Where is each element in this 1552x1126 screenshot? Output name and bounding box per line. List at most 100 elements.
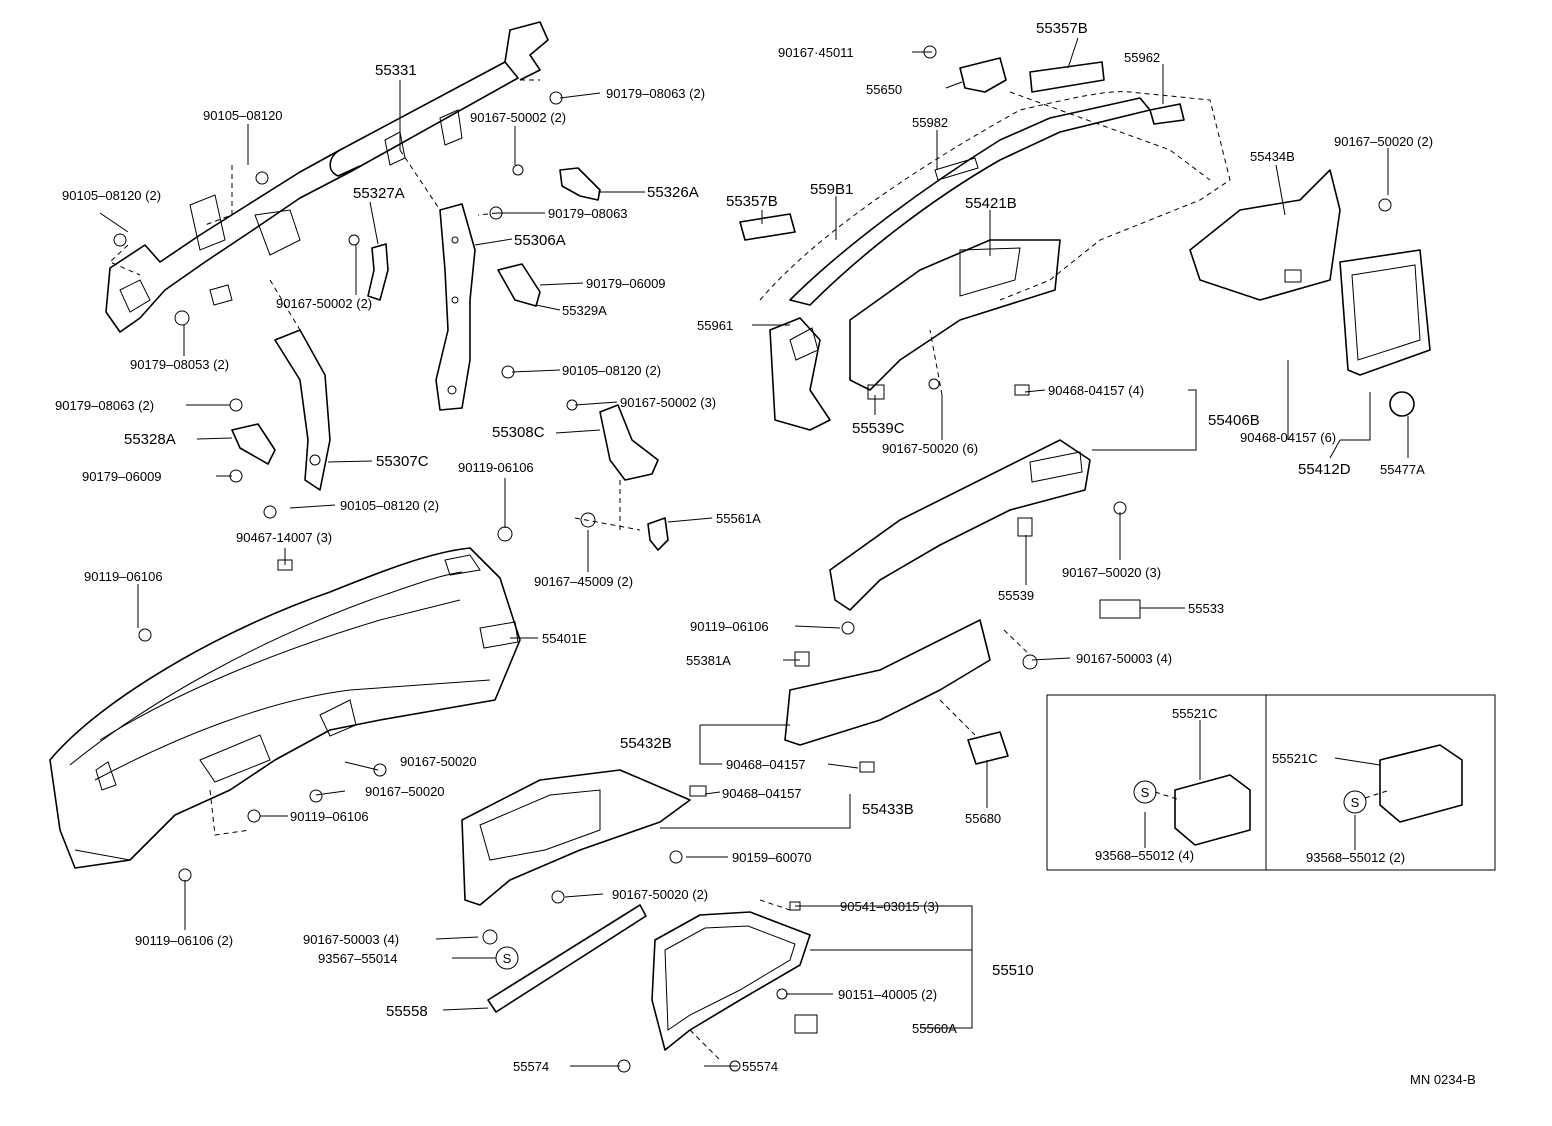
label-90167-50020-3: 90167–50020 (3) (1062, 565, 1161, 580)
label-90541-03015-3: 90541–03015 (3) (840, 899, 939, 914)
strip-55558-drawing (487, 904, 647, 1013)
label-55327A: 55327A (353, 185, 405, 202)
label-55539C: 55539C (852, 420, 905, 437)
fasteners (113, 45, 1392, 1073)
label-55510: 55510 (992, 962, 1034, 979)
label-90467-14007-3: 90467-14007 (3) (236, 530, 332, 545)
label-55982: 55982 (912, 115, 948, 130)
label-55331: 55331 (375, 62, 417, 79)
s-mark-a: S (495, 946, 519, 970)
label-90167-45011: 90167·45011 (778, 45, 854, 60)
label-55574b: 55574 (742, 1059, 778, 1074)
label-90167-50003-4b: 90167-50003 (4) (303, 932, 399, 947)
duct-55406B-drawing (829, 439, 1091, 611)
label-90167-50002-3: 90167-50002 (3) (620, 395, 716, 410)
label-55434B: 55434B (1250, 149, 1295, 164)
label-55521Cb: 55521C (1272, 751, 1318, 766)
label-90468-04157-6: 90468-04157 (6) (1240, 430, 1336, 445)
part-labels: 55331 90179–08063 (2) 90105–08120 90167-… (55, 20, 1433, 1074)
label-90179-08063: 90179–08063 (548, 206, 628, 221)
label-90167-50020-2b: 90167-50020 (2) (612, 887, 708, 902)
label-55329A: 55329A (562, 303, 607, 318)
label-55962: 55962 (1124, 50, 1160, 65)
s-mark-b: S (1133, 780, 1157, 804)
bracket-55306A-drawing (435, 203, 476, 411)
alignment-dashes (109, 79, 1211, 1061)
label-55326A: 55326A (647, 184, 699, 201)
label-55401E: 55401E (542, 631, 587, 646)
label-55432B: 55432B (620, 735, 672, 752)
label-90167-50002-2a: 90167-50002 (2) (470, 110, 566, 125)
label-90105-08120: 90105–08120 (203, 108, 283, 123)
instrument-panel-55401E-drawing (49, 547, 521, 869)
insert-55521C-drawing-a (1174, 774, 1251, 846)
label-55477A: 55477A (1380, 462, 1425, 477)
label-55308C: 55308C (492, 424, 545, 441)
upper-panel-assembly-drawing (739, 57, 1231, 431)
label-93568-55012-2: 93568–55012 (2) (1306, 850, 1405, 865)
label-90119-06106c: 90119–06106 (690, 619, 769, 634)
glove-door-55433B-inner (479, 789, 601, 861)
label-55412D: 55412D (1298, 461, 1351, 478)
label-90167-50002-2b: 90167-50002 (2) (276, 296, 372, 311)
label-55406B: 55406B (1208, 412, 1260, 429)
label-55521Ca: 55521C (1172, 706, 1218, 721)
label-55306A: 55306A (514, 232, 566, 249)
leader-lines (99, 37, 1409, 1067)
label-90179-08053-2: 90179–08053 (2) (130, 357, 229, 372)
bracket-55328A-drawing (231, 423, 276, 465)
label-90167-50020-2a: 90167–50020 (2) (1334, 134, 1433, 149)
label-90167-50020a: 90167-50020 (400, 754, 477, 769)
label-90119-06106-2: 90119–06106 (2) (135, 933, 233, 948)
bracket-55326A-drawing (559, 167, 601, 201)
reinforcement-55331-drawing (105, 21, 549, 333)
s-mark-c: S (1343, 790, 1367, 814)
diagram-code: MN 0234-B (1410, 1072, 1476, 1087)
glove-door-55433B-drawing (461, 769, 691, 906)
label-90167-50003-4a: 90167-50003 (4) (1076, 651, 1172, 666)
label-90105-08120-2a: 90105–08120 (2) (62, 188, 161, 203)
label-55961: 55961 (697, 318, 733, 333)
bracket-55307C-drawing (274, 329, 331, 491)
label-55680: 55680 (965, 811, 1001, 826)
label-55381A: 55381A (686, 653, 731, 668)
svg-text:S: S (1141, 785, 1150, 800)
label-90468-04157-4: 90468-04157 (4) (1048, 383, 1144, 398)
svg-text:S: S (1351, 795, 1360, 810)
clip-55561A-drawing (647, 517, 669, 551)
label-90105-08120-2c: 90105–08120 (2) (340, 498, 439, 513)
label-90167-50020b: 90167–50020 (365, 784, 445, 799)
bezel-55412D-inner (1351, 264, 1421, 361)
label-90159-60070: 90159–60070 (732, 850, 812, 865)
label-90119-06106d: 90119–06106 (290, 809, 369, 824)
insert-55521C-drawing-b (1379, 744, 1463, 823)
vent-55680-drawing (967, 731, 1009, 765)
label-55421B: 55421B (965, 195, 1017, 212)
bezel-55412D-drawing (1339, 249, 1431, 376)
label-90468-04157b: 90468–04157 (722, 786, 802, 801)
label-55357Bb: 55357B (726, 193, 778, 210)
label-90119-06106a: 90119-06106 (458, 460, 534, 475)
label-55981: 559B1 (810, 181, 853, 198)
label-90119-06106b: 90119–06106 (84, 569, 163, 584)
label-90151-40005-2: 90151–40005 (2) (838, 987, 937, 1002)
duct-55406B-vent (1029, 451, 1083, 483)
label-90179-06009b: 90179–06009 (82, 469, 162, 484)
bracket-55308C-drawing (599, 404, 659, 481)
duct-55432B-drawing (784, 619, 991, 746)
glove-box-55510-drawing (651, 911, 811, 1051)
bracket-55327A-drawing (367, 243, 389, 301)
label-55560A: 55560A (912, 1021, 957, 1036)
knob-55477A-drawing (1389, 391, 1415, 417)
label-93567-55014: 93567–55014 (318, 951, 398, 966)
detail-box (1046, 694, 1496, 871)
label-55533: 55533 (1188, 601, 1224, 616)
bracket-55329A-drawing (497, 263, 541, 307)
label-55574a: 55574 (513, 1059, 549, 1074)
label-90468-04157a: 90468–04157 (726, 757, 806, 772)
glove-box-55510-inner (664, 925, 796, 1031)
label-55433B: 55433B (862, 801, 914, 818)
label-55307C: 55307C (376, 453, 429, 470)
label-90179-06009a: 90179–06009 (586, 276, 666, 291)
